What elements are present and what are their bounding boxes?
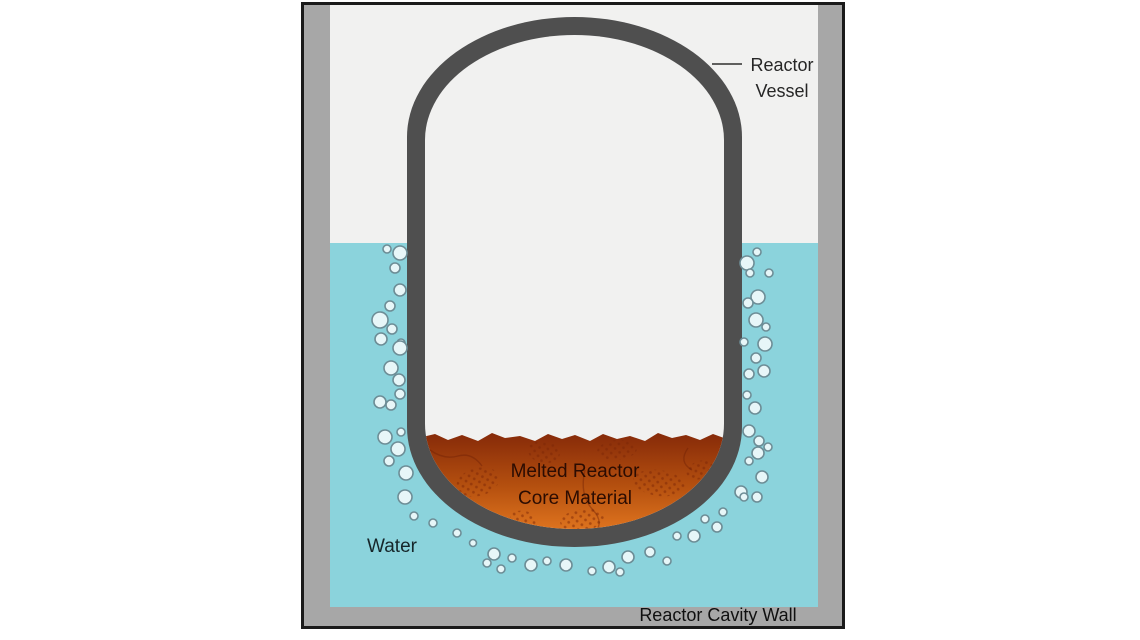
bubble xyxy=(392,373,406,387)
bubble xyxy=(751,446,765,460)
bubble xyxy=(748,401,762,415)
bubble xyxy=(389,262,401,274)
bubble xyxy=(644,546,656,558)
bubble xyxy=(396,427,406,437)
bubble xyxy=(602,560,616,574)
reactor-vessel-label: Reactor Vessel xyxy=(744,52,820,104)
bubble xyxy=(383,455,395,467)
bubble xyxy=(757,336,773,352)
bubble xyxy=(496,564,506,574)
bubble xyxy=(739,337,749,347)
bubble xyxy=(398,465,414,481)
bubble xyxy=(711,521,723,533)
bubble xyxy=(742,390,752,400)
melt-crack-line xyxy=(582,469,600,529)
bubble xyxy=(742,297,754,309)
bubble xyxy=(615,567,625,577)
bubble xyxy=(468,538,478,548)
bubble xyxy=(761,322,771,332)
melt-debris-patch xyxy=(633,469,685,497)
melted-core-label-line1: Melted Reactor xyxy=(510,461,640,482)
melt-crack-line xyxy=(683,447,693,471)
melt-debris-patch xyxy=(560,508,604,529)
melt-crack-line xyxy=(429,449,483,467)
bubble xyxy=(385,399,397,411)
bubble xyxy=(662,556,672,566)
bubble xyxy=(764,268,774,278)
bubble xyxy=(751,491,763,503)
bubbles-group xyxy=(371,244,774,577)
reactor-vessel-label-line1: Reactor xyxy=(750,55,814,75)
bubble xyxy=(377,429,393,445)
bubble xyxy=(739,492,749,502)
bubble xyxy=(524,558,538,572)
bubble xyxy=(750,352,762,364)
bubble xyxy=(559,558,573,572)
melt-debris-patch xyxy=(597,439,637,461)
bubble xyxy=(374,332,388,346)
bubble xyxy=(752,247,762,257)
bubble xyxy=(393,283,407,297)
bubble xyxy=(672,531,682,541)
bubble xyxy=(428,518,438,528)
bubble xyxy=(383,360,399,376)
bubble xyxy=(409,511,419,521)
bubble xyxy=(373,395,387,409)
bubble xyxy=(718,507,728,517)
bubble xyxy=(397,489,413,505)
melt-debris-patch xyxy=(528,440,560,464)
bubble xyxy=(750,289,766,305)
bubble xyxy=(542,556,552,566)
bubble xyxy=(753,435,765,447)
bubble xyxy=(763,442,773,452)
bubble xyxy=(394,388,406,400)
bubble xyxy=(739,255,755,271)
bubble xyxy=(452,528,462,538)
bubble xyxy=(386,323,398,335)
bubble xyxy=(745,268,755,278)
bubble xyxy=(392,245,408,261)
bubble xyxy=(390,441,406,457)
bubble xyxy=(757,364,771,378)
bubble xyxy=(482,558,492,568)
bubble xyxy=(744,456,754,466)
diagram-frame xyxy=(301,2,845,629)
bubble xyxy=(742,424,756,438)
bubble xyxy=(384,300,396,312)
water-label: Water xyxy=(367,536,417,557)
reactor-cavity-wall-label: Reactor Cavity Wall xyxy=(639,605,797,625)
bubble xyxy=(687,529,701,543)
bubble xyxy=(743,368,755,380)
bubble xyxy=(700,514,710,524)
bubble xyxy=(621,550,635,564)
bubble xyxy=(487,547,501,561)
reactor-vessel-label-line2: Vessel xyxy=(755,81,809,101)
bubble xyxy=(392,340,408,356)
melted-core-label: Melted Reactor Core Material xyxy=(455,458,695,512)
bubble xyxy=(748,312,764,328)
reactor-vessel-interior xyxy=(425,35,724,529)
bubble xyxy=(587,566,597,576)
bubble xyxy=(507,553,517,563)
bubble xyxy=(755,470,769,484)
bubble xyxy=(382,244,392,254)
melted-core-label-line2: Core Material xyxy=(517,488,633,509)
bubble xyxy=(371,311,389,329)
melt-debris-patch xyxy=(456,467,500,497)
